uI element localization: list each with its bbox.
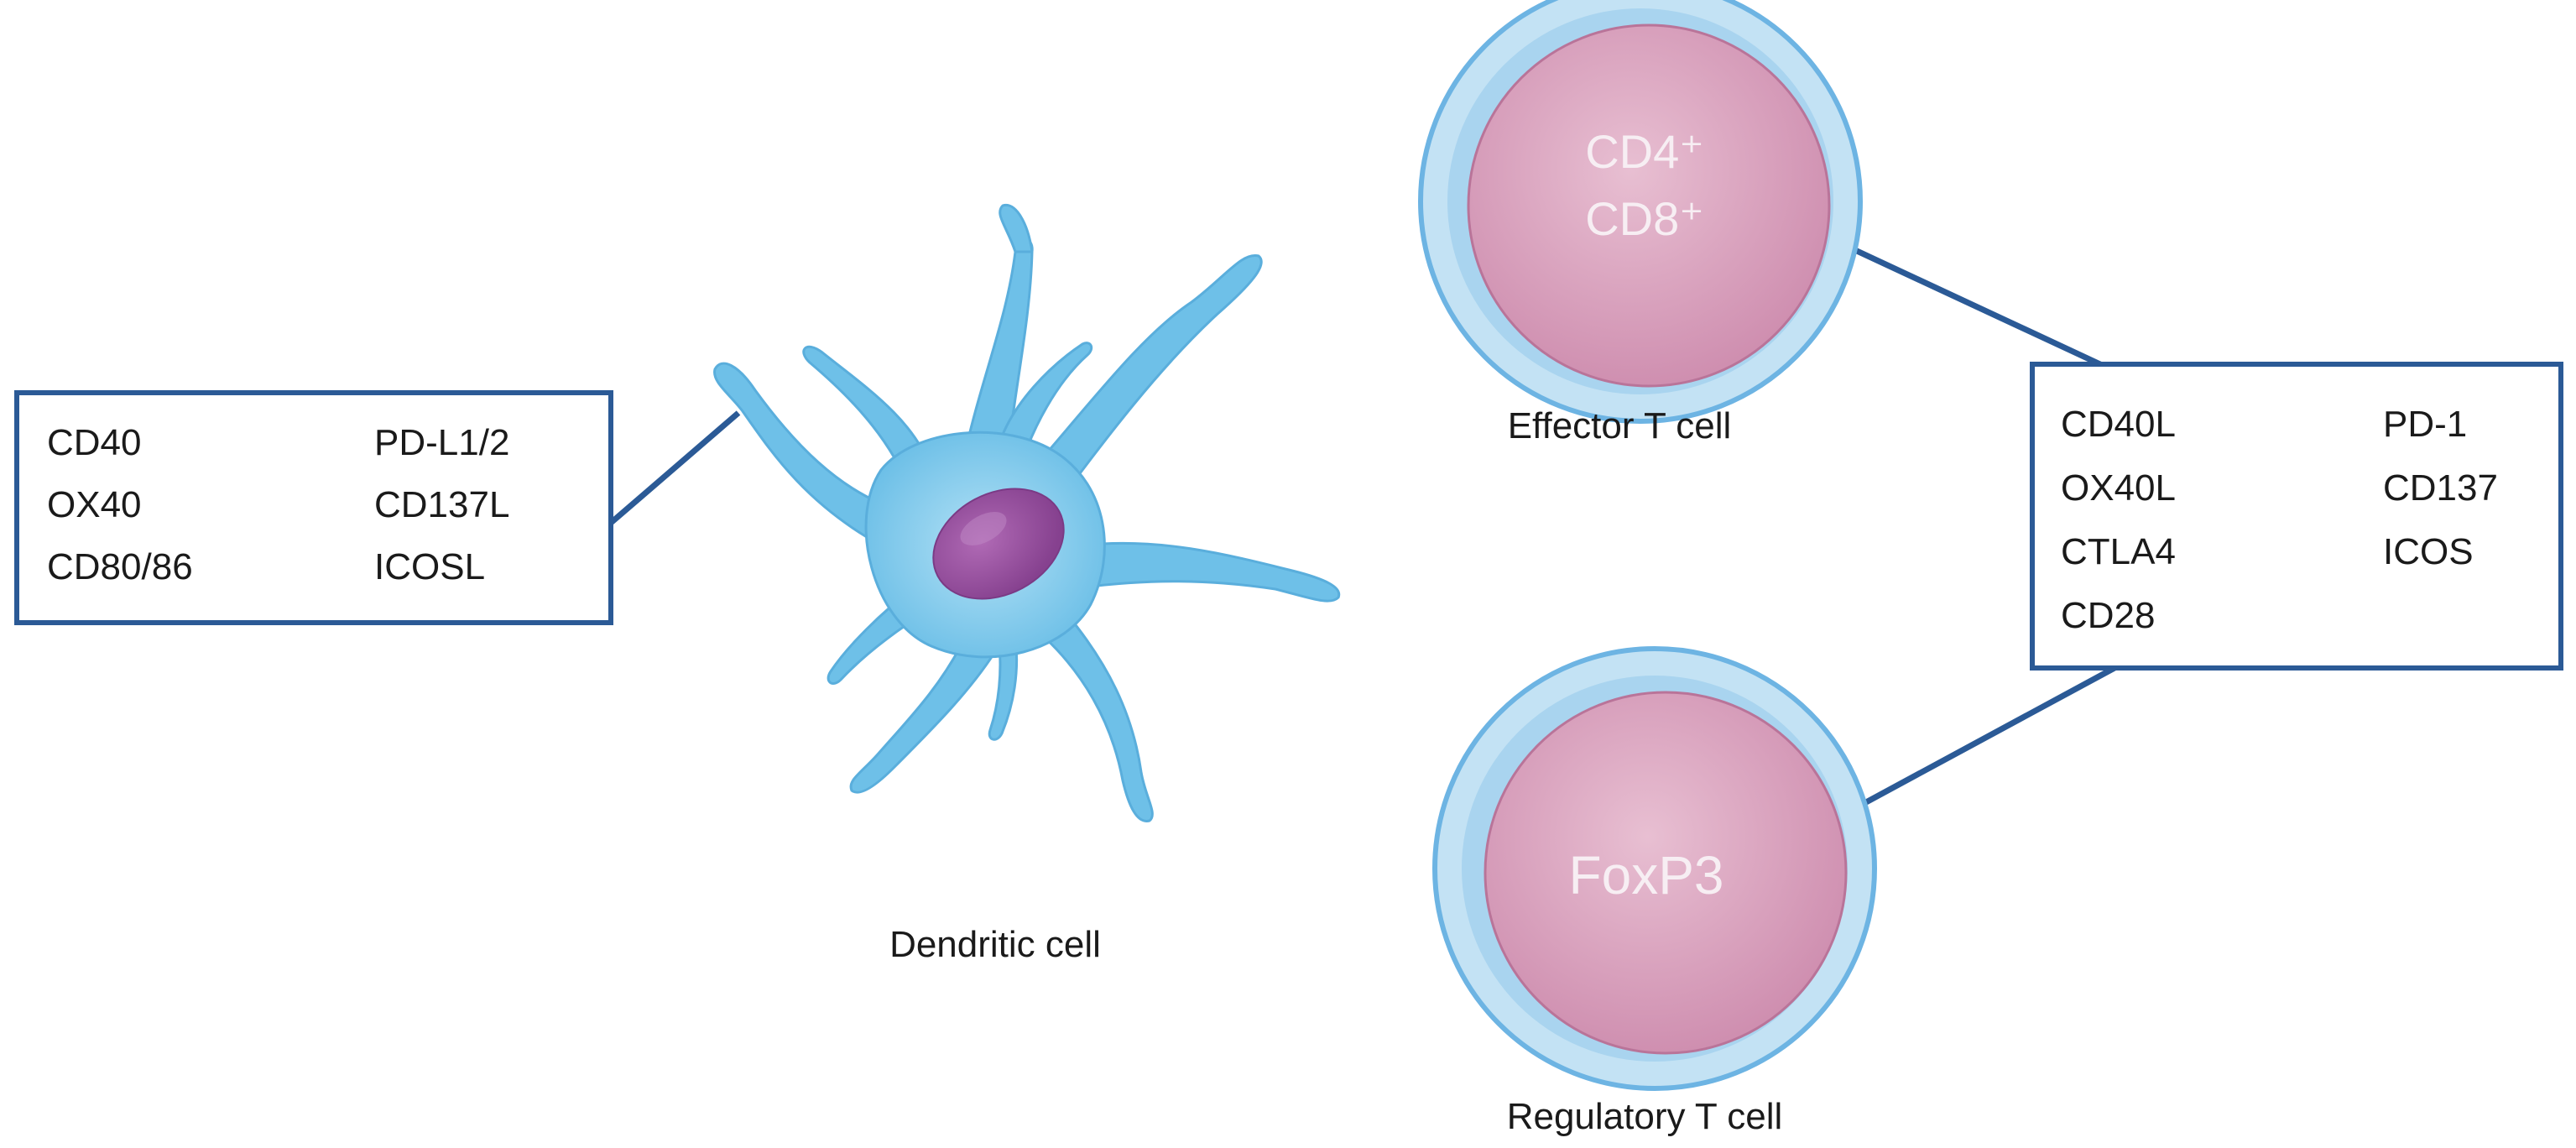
t-marker: CTLA4 [2061,531,2176,572]
regulatory-t-cell-illustration: FoxP3 [1432,646,1877,1091]
t-marker: CD28 [2061,595,2156,636]
dc-marker: CD40 [47,422,142,463]
dc-marker: PD-L1/2 [374,422,509,463]
dendritic-cell-illustration [713,203,1341,822]
dc-marker: CD80/86 [47,546,193,587]
t-marker: ICOS [2383,531,2474,572]
t-marker: CD40L [2061,404,2176,445]
connector-dc-to-dc-markers [608,410,741,525]
t-marker: OX40L [2061,467,2176,509]
effector-t-cell-label: Effector T cell [1508,405,1732,446]
dc-marker: OX40 [47,484,142,525]
t-cell-markers-box: CD40L OX40L CTLA4 CD28 PD-1 CD137 ICOS [2030,362,2563,671]
effector-marker-cd4: CD4⁺ [1585,125,1704,178]
dendritic-cell-label: Dendritic cell [889,924,1101,965]
regulatory-marker-foxp3: FoxP3 [1569,845,1724,905]
t-marker: PD-1 [2383,404,2467,445]
t-marker: CD137 [2383,467,2498,509]
dc-marker: CD137L [374,484,509,525]
dc-marker: ICOSL [374,546,485,587]
effector-marker-cd8: CD8⁺ [1585,192,1704,245]
regulatory-t-cell-label: Regulatory T cell [1507,1096,1783,1137]
dendritic-markers-box: CD40 OX40 CD80/86 PD-L1/2 CD137L ICOSL [14,390,613,625]
effector-t-cell-illustration: CD4⁺ CD8⁺ [1418,0,1863,424]
